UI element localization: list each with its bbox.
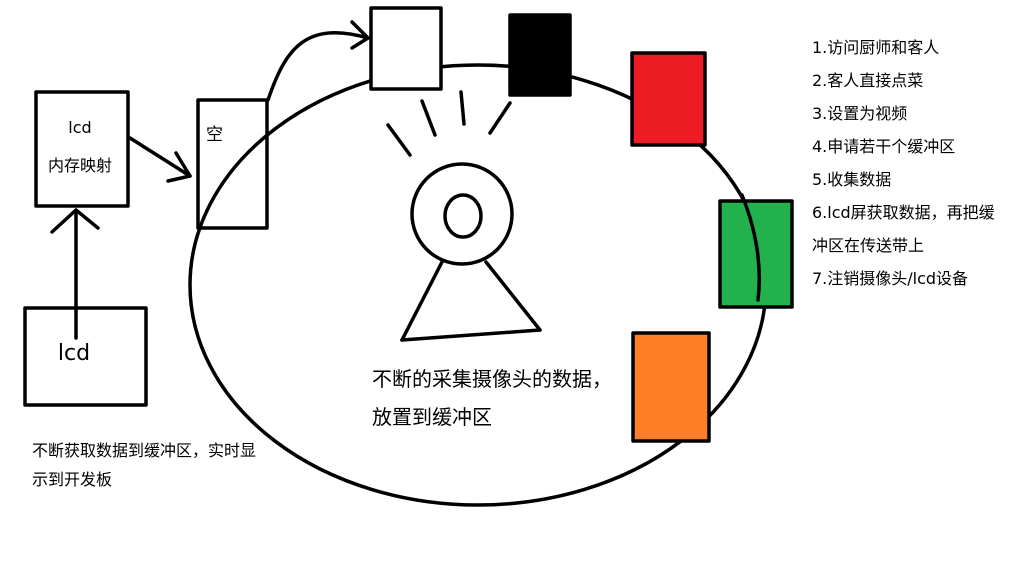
empty-buffer-box	[196, 98, 269, 230]
buffer-white	[369, 6, 443, 91]
step-item: 1.访问厨师和客人	[812, 38, 940, 57]
conveyor-ellipse-overlap	[740, 193, 762, 302]
step-item: 6.lcd屏获取数据，再把缓冲区在传送带上	[812, 203, 995, 255]
arrow-lcd-to-memory	[50, 208, 100, 340]
camera-icon	[386, 90, 542, 342]
bottom-note: 不断获取数据到缓冲区，实时显示到开发板	[32, 441, 257, 489]
step-item: 4.申请若干个缓冲区	[812, 137, 956, 156]
step-item: 7.注销摄像头/lcd设备	[812, 269, 969, 288]
lcd-memory-box	[34, 90, 130, 208]
step-item: 2.客人直接点菜	[812, 71, 924, 90]
lcd-memory-title: lcd	[68, 118, 92, 137]
empty-buffer-label: 空	[206, 125, 223, 145]
lcd-box	[23, 306, 148, 407]
arrow-memory-to-empty	[128, 136, 192, 183]
center-caption: 不断的采集摄像头的数据，放置到缓冲区	[372, 367, 612, 429]
lcd-memory-subtitle: 内存映射	[47, 156, 112, 175]
arrow-empty-to-buffer	[266, 20, 370, 102]
lcd-box-label: lcd	[57, 341, 91, 366]
buffer-orange	[631, 331, 711, 443]
step-item: 5.收集数据	[812, 170, 892, 189]
buffer-black	[508, 13, 572, 97]
steps-list: 1.访问厨师和客人 2.客人直接点菜 3.设置为视频 4.申请若干个缓冲区 5.…	[812, 31, 1002, 295]
step-item: 3.设置为视频	[812, 104, 908, 123]
buffer-red	[630, 51, 707, 147]
